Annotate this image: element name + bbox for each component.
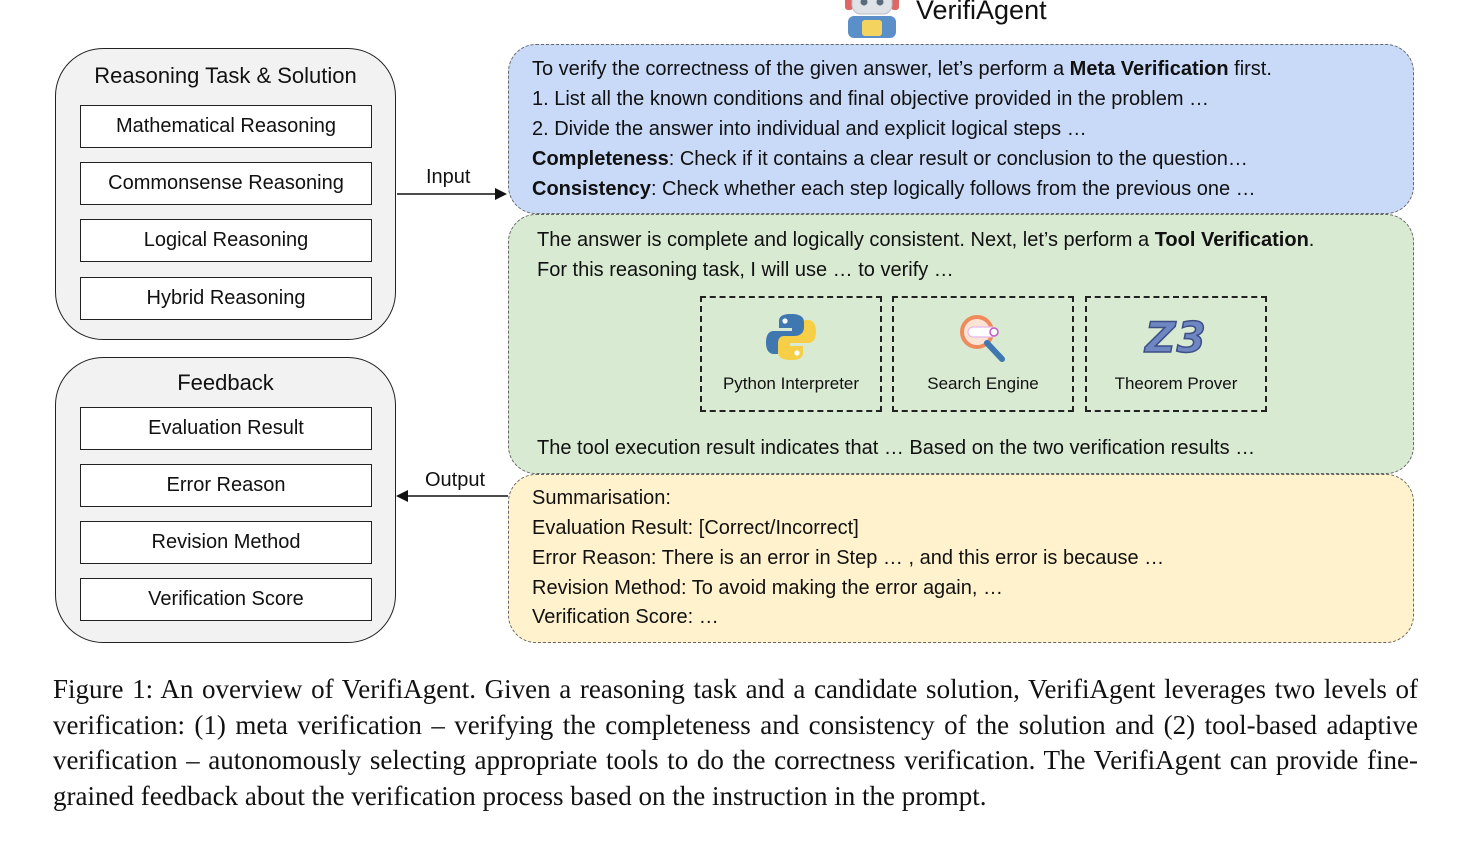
tool-python-interpreter: Python Interpreter	[700, 296, 882, 412]
tool-line-1-post: .	[1308, 229, 1315, 251]
completeness-text: : Check if it contains a clear result or…	[668, 148, 1248, 170]
z3-logo-text: Z3	[1144, 313, 1207, 362]
python-icon	[765, 312, 817, 367]
meta-verification-box	[508, 44, 1414, 214]
task-item-commonsense: Commonsense Reasoning	[80, 162, 372, 205]
summary-verification-score: Verification Score: …	[532, 606, 719, 628]
tool-search-engine: Search Engine	[892, 296, 1074, 412]
feedback-group: Feedback Evaluation Result Error Reason …	[55, 357, 396, 643]
feedback-title: Feedback	[177, 370, 274, 395]
z3-icon: Z3	[1144, 313, 1207, 362]
summary-box	[508, 474, 1414, 643]
python-interpreter-label: Python Interpreter	[722, 374, 860, 393]
output-label: Output	[425, 469, 486, 491]
meta-line-1-pre: To verify the correctness of the given a…	[532, 58, 1070, 80]
consistency-text: : Check whether each step logically foll…	[650, 178, 1256, 200]
feedback-item-error-reason: Error Reason	[80, 464, 372, 507]
meta-line-3: 2. Divide the answer into individual and…	[532, 118, 1087, 140]
robot-icon	[842, 0, 902, 38]
summary-evaluation-result: Evaluation Result: [Correct/Incorrect]	[532, 517, 859, 539]
feedback-item-verification-score: Verification Score	[80, 578, 372, 621]
meta-line-1: To verify the correctness of the given a…	[532, 58, 1272, 81]
input-arrow	[397, 188, 507, 200]
theorem-prover-label: Theorem Prover	[1114, 374, 1238, 393]
summary-heading: Summarisation:	[532, 487, 671, 509]
consistency-term: Consistency	[532, 178, 651, 200]
tool-verification-term: Tool Verification	[1154, 229, 1309, 251]
completeness-term: Completeness	[532, 148, 669, 170]
meta-line-consistency: Consistency: Check whether each step log…	[532, 178, 1256, 201]
meta-line-completeness: Completeness: Check if it contains a cle…	[532, 148, 1248, 171]
tool-line-2: For this reasoning task, I will use … to…	[537, 259, 954, 281]
tool-verification-box	[508, 214, 1414, 474]
summary-error-reason: Error Reason: There is an error in Step …	[532, 547, 1165, 569]
search-engine-icon	[956, 312, 1010, 369]
feedback-item-revision-method: Revision Method	[80, 521, 372, 564]
reasoning-task-group: Reasoning Task & Solution Mathematical R…	[55, 48, 396, 340]
figure-caption: Figure 1: An overview of VerifiAgent. Gi…	[53, 674, 1418, 811]
tool-line-1-pre: The answer is complete and logically con…	[537, 229, 1155, 251]
task-item-logical: Logical Reasoning	[80, 219, 372, 262]
task-item-mathematical: Mathematical Reasoning	[80, 105, 372, 148]
output-arrow	[396, 490, 508, 502]
agent-title: VerifiAgent	[916, 0, 1047, 25]
input-label: Input	[426, 166, 471, 188]
summary-revision-method: Revision Method: To avoid making the err…	[532, 577, 1003, 599]
meta-line-2: 1. List all the known conditions and fin…	[532, 88, 1210, 110]
tool-line-3: The tool execution result indicates that…	[537, 437, 1256, 459]
reasoning-task-title: Reasoning Task & Solution	[94, 63, 357, 88]
tool-theorem-prover: Z3 Theorem Prover	[1085, 296, 1267, 412]
tool-line-1: The answer is complete and logically con…	[537, 229, 1314, 252]
feedback-item-evaluation-result: Evaluation Result	[80, 407, 372, 450]
meta-verification-term: Meta Verification	[1069, 58, 1229, 80]
meta-line-1-post: first.	[1228, 58, 1272, 80]
task-item-hybrid: Hybrid Reasoning	[80, 277, 372, 320]
search-engine-label: Search Engine	[927, 374, 1039, 393]
